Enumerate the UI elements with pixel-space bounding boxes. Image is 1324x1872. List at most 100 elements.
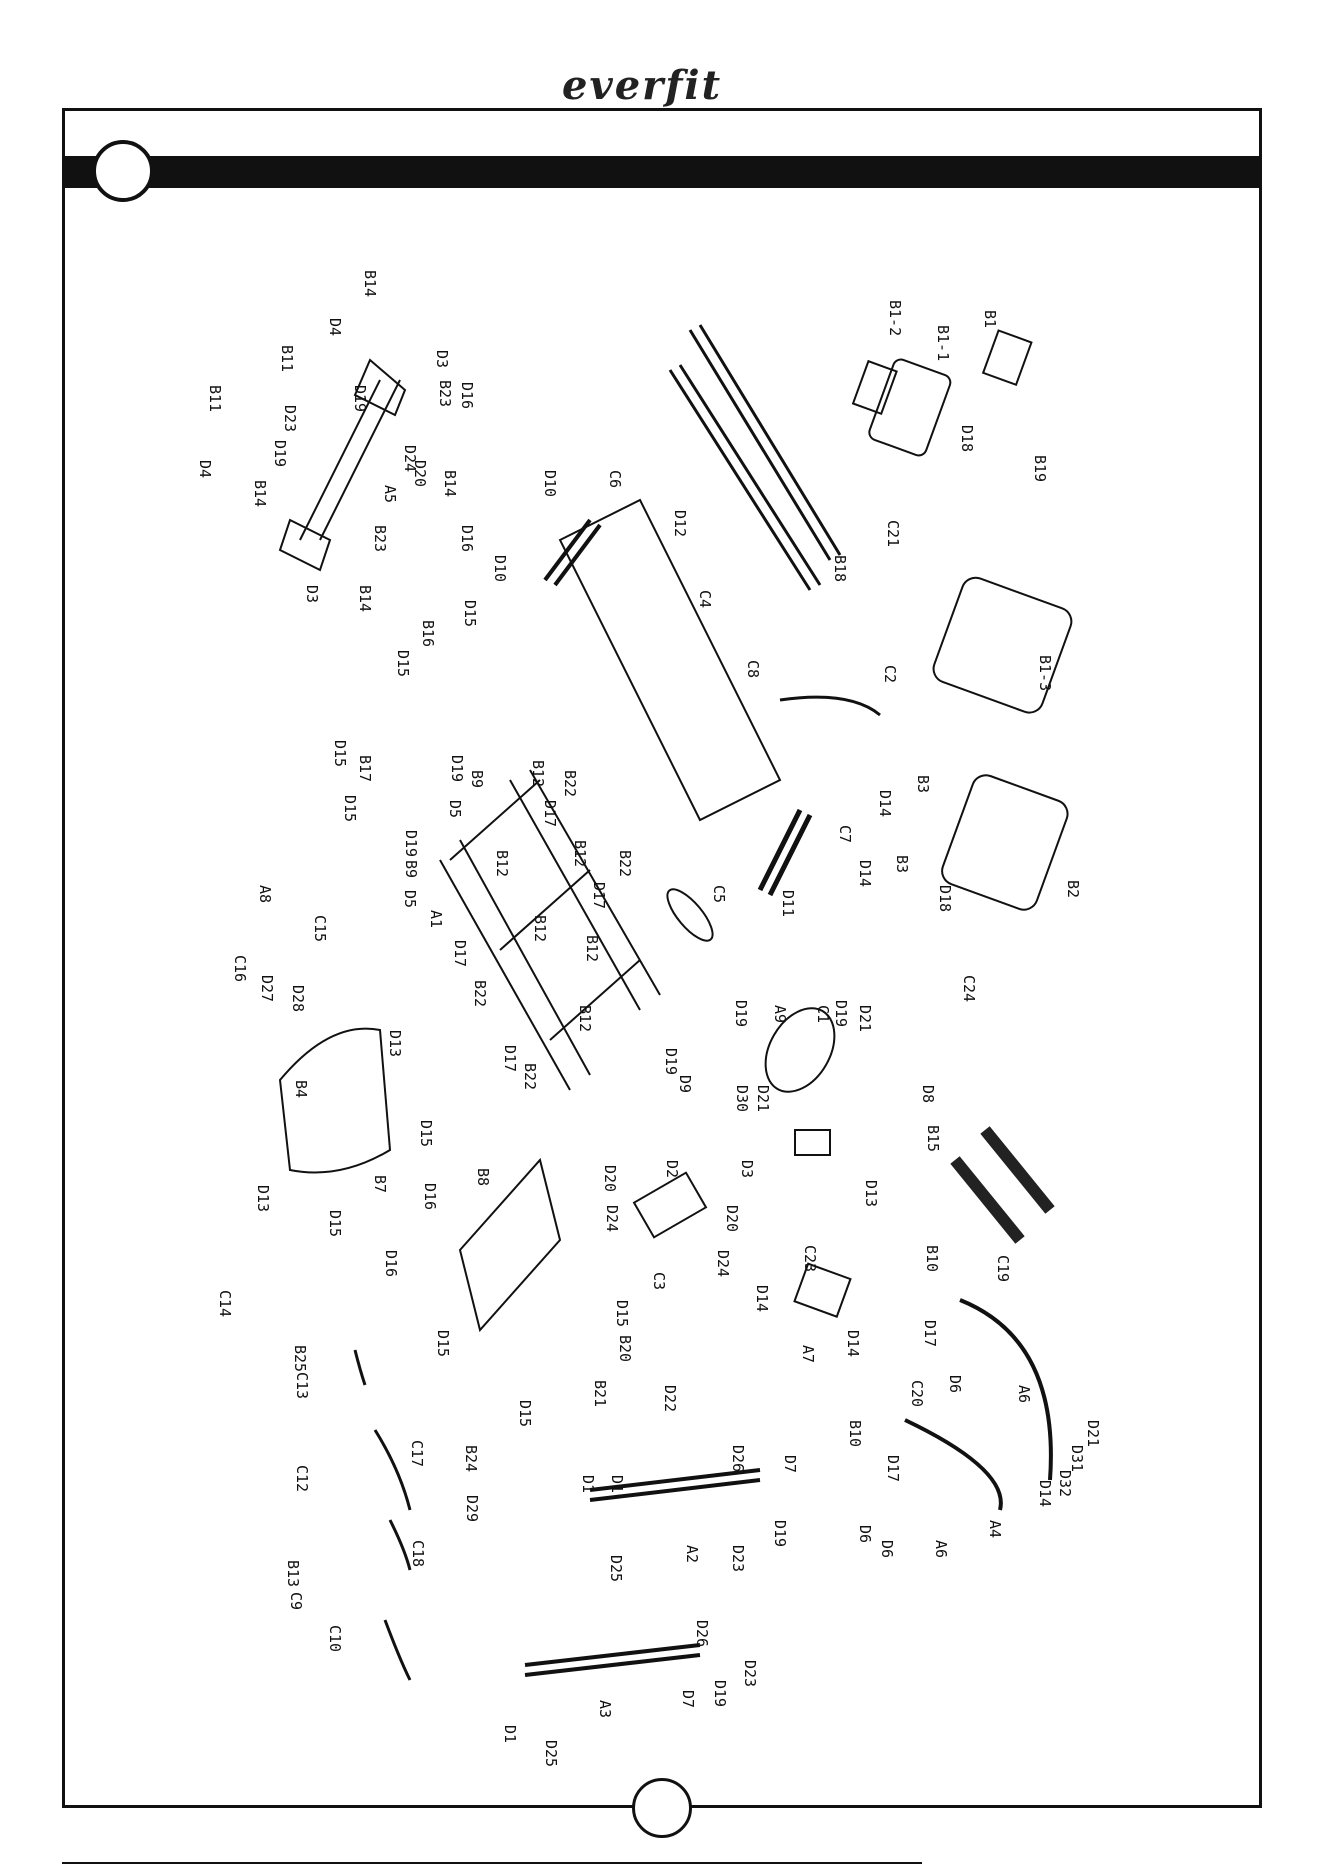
part-label-d21: D21 [856, 1005, 874, 1032]
part-label-d17: D17 [590, 882, 608, 909]
part-label-d19: D19 [771, 1520, 789, 1547]
part-label-b18: B18 [831, 555, 849, 582]
part-label-a9: A9 [771, 1005, 789, 1023]
part-label-d15: D15 [434, 1330, 452, 1357]
part-label-d14: D14 [876, 790, 894, 817]
part-label-b4: B4 [292, 1080, 310, 1098]
part-label-d19: D19 [832, 1000, 850, 1027]
part-label-b14: B14 [251, 480, 269, 507]
page-number-circle [632, 1778, 692, 1838]
part-label-d14: D14 [753, 1285, 771, 1312]
part-label-d10: D10 [541, 470, 559, 497]
part-label-b22: B22 [616, 850, 634, 877]
part-label-d29: D29 [463, 1495, 481, 1522]
part-label-d3: D3 [303, 585, 321, 603]
part-label-d24: D24 [401, 445, 419, 472]
part-label-b12: B12 [529, 760, 547, 787]
part-label-d3: D3 [738, 1160, 756, 1178]
part-label-d24: D24 [714, 1250, 732, 1277]
part-label-d26: D26 [693, 1620, 711, 1647]
part-label-b14: B14 [441, 470, 459, 497]
part-label-d23: D23 [729, 1545, 747, 1572]
part-label-d15: D15 [516, 1400, 534, 1427]
part-label-c23: C23 [801, 1245, 819, 1272]
console-base-b2 [941, 774, 1069, 911]
part-label-b1-1: B1-1 [934, 325, 952, 361]
part-label-c20: C20 [908, 1380, 926, 1407]
part-label-b1-2: B1-2 [886, 300, 904, 336]
part-label-d14: D14 [1036, 1480, 1054, 1507]
part-label-b22: B22 [561, 770, 579, 797]
motor-cover-b4 [278, 1027, 392, 1174]
part-label-c8: C8 [744, 660, 762, 678]
part-label-b15: B15 [924, 1125, 942, 1152]
part-label-d20: D20 [601, 1165, 619, 1192]
cable-c10 [383, 1619, 412, 1681]
part-label-d32: D32 [1056, 1470, 1074, 1497]
part-label-d6: D6 [946, 1375, 964, 1393]
part-label-d4: D4 [196, 460, 214, 478]
part-label-d23: D23 [281, 405, 299, 432]
part-label-d15: D15 [461, 600, 479, 627]
console-cover-b1-3 [932, 576, 1073, 714]
cable-c2 [779, 695, 881, 717]
a5-upright-frame [278, 358, 407, 572]
part-label-c17: C17 [408, 1440, 426, 1467]
part-label-a6: A6 [932, 1540, 950, 1558]
drive-motor-c3 [632, 1171, 708, 1239]
part-label-b12: B12 [576, 1005, 594, 1032]
part-label-d6: D6 [878, 1540, 896, 1558]
part-label-b22: B22 [521, 1063, 539, 1090]
main-frame-a1 [439, 769, 661, 1091]
part-label-d5: D5 [401, 890, 419, 908]
base-bar-a3 [524, 1643, 701, 1677]
part-label-d17: D17 [451, 940, 469, 967]
part-label-c1: C1 [814, 1005, 832, 1023]
part-label-b17: B17 [356, 755, 374, 782]
part-label-b21: B21 [591, 1380, 609, 1407]
part-label-d17: D17 [541, 800, 559, 827]
part-label-c24: C24 [960, 975, 978, 1002]
part-label-d13: D13 [386, 1030, 404, 1057]
motor-assembly-a9 [764, 1007, 836, 1093]
part-label-d1: D1 [579, 1475, 597, 1493]
part-label-b13: B13 [284, 1560, 302, 1587]
part-label-a1: A1 [427, 910, 445, 928]
part-label-d10: D10 [491, 555, 509, 582]
cable-c17 [373, 1429, 412, 1511]
part-label-d15: D15 [417, 1120, 435, 1147]
part-label-a2: A2 [683, 1545, 701, 1563]
part-label-b24: B24 [462, 1445, 480, 1472]
part-label-d1: D1 [608, 1475, 626, 1493]
front-roller-c6 [543, 518, 602, 587]
part-label-c6: C6 [606, 470, 624, 488]
part-label-d28: D28 [289, 985, 307, 1012]
part-label-d17: D17 [921, 1320, 939, 1347]
part-label-d16: D16 [382, 1250, 400, 1277]
part-label-c16: C16 [231, 955, 249, 982]
part-label-c4: C4 [696, 590, 714, 608]
part-label-b11: B11 [278, 345, 296, 372]
part-label-d18: D18 [936, 885, 954, 912]
part-label-d19: D19 [448, 755, 466, 782]
part-label-d31: D31 [1068, 1445, 1086, 1472]
part-label-d21: D21 [1084, 1420, 1102, 1447]
part-label-b23: B23 [436, 380, 454, 407]
display-b1 [981, 329, 1033, 387]
part-label-b3: B3 [893, 855, 911, 873]
part-label-c18: C18 [409, 1540, 427, 1567]
part-label-a5: A5 [381, 485, 399, 503]
part-label-d25: D25 [607, 1555, 625, 1582]
part-label-d18: D18 [958, 425, 976, 452]
part-label-d15: D15 [394, 650, 412, 677]
part-label-b12: B12 [583, 935, 601, 962]
part-label-d21: D21 [754, 1085, 772, 1112]
part-label-d30: D30 [733, 1085, 751, 1112]
part-label-a3: A3 [596, 1700, 614, 1718]
footer-rule [62, 1862, 922, 1864]
part-label-c5: C5 [710, 885, 728, 903]
part-label-c21: C21 [884, 520, 902, 547]
part-label-d15: D15 [331, 740, 349, 767]
cable-c13 [353, 1349, 367, 1386]
